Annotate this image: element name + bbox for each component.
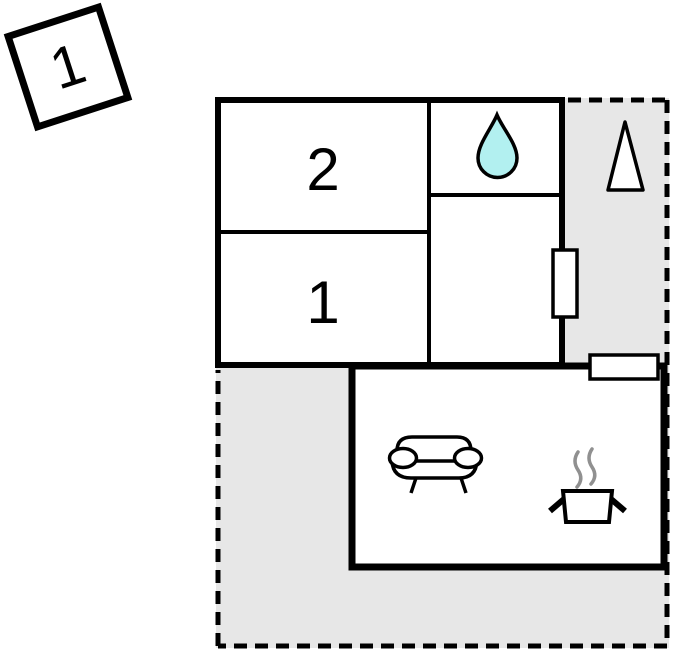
sofa-leg-left	[409, 477, 418, 494]
room2-label: 2	[306, 136, 339, 203]
pot-body	[560, 489, 615, 524]
steam-icon	[587, 447, 597, 486]
terrace-upper-right	[565, 98, 669, 366]
room1-label: 1	[306, 269, 339, 336]
steam-icon	[573, 450, 583, 489]
sofa-armrest-left	[387, 446, 419, 470]
pot-handle-left	[548, 496, 566, 514]
sofa-leg-right	[459, 477, 468, 494]
floor-number-label: 1	[42, 30, 94, 103]
sofa-armrest-right	[452, 446, 484, 470]
tree-icon	[606, 120, 645, 192]
pot-handle-right	[609, 496, 627, 514]
sofa-icon	[387, 435, 484, 494]
window-terrace-door	[588, 353, 660, 381]
water-drop-icon	[476, 110, 519, 180]
window-right-wall	[551, 248, 579, 319]
cooking-pot-icon	[548, 447, 627, 524]
